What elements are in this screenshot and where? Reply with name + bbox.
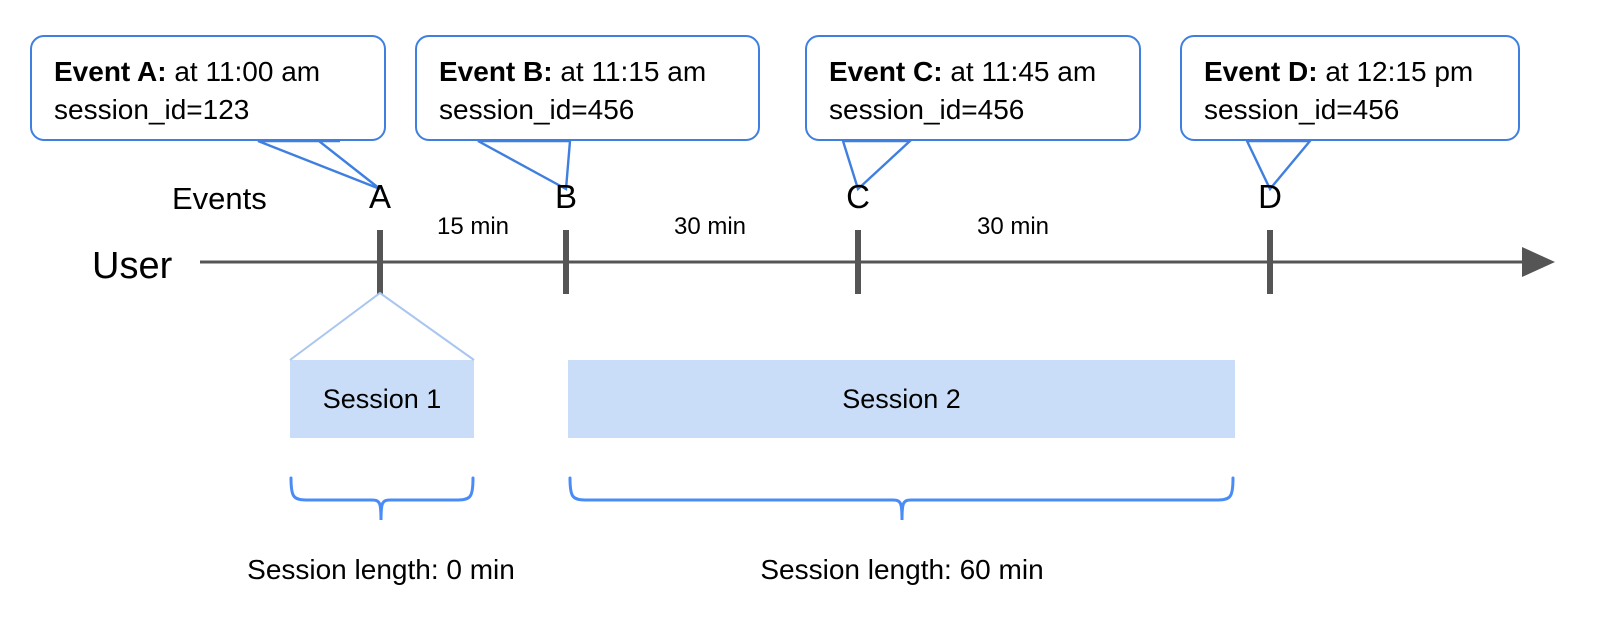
callout-line-2-d: session_id=456 [1204,93,1400,125]
gap-label-a-b: 15 min [436,213,510,240]
event-letter-d: D [1258,178,1282,215]
session-bar-2-label: Session 2 [842,383,961,414]
callout-line-1: Event C: at 11:45 am [829,53,1121,91]
callout-rest-b: at 11:15 am [552,56,707,87]
event-letter-c: C [846,178,870,215]
callout-line-2-c: session_id=456 [829,93,1025,125]
session-2-brace [568,476,1235,521]
session-bar-1-label: Session 1 [322,383,442,414]
gap-label-b-c: 30 min [673,213,747,240]
callout-line-1: Event A: at 11:00 am [54,53,366,91]
event-letter-b: B [554,178,577,215]
session-bar-2: Session 2 [568,360,1235,438]
callout-bold-c: Event C: [829,56,943,87]
event-callout-b: Event B: at 11:15 am session_id=456 [415,35,760,141]
callout-line-2-b: session_id=456 [439,93,635,125]
session-1-connector [289,291,475,361]
event-letter-a: A [368,178,391,215]
session-bar-1: Session 1 [290,360,474,438]
callout-line-1: Event D: at 12:15 pm [1204,53,1500,91]
callout-bold-d: Event D: [1204,56,1318,87]
callout-rest-a: at 11:00 am [166,56,321,87]
callout-line-1: Event B: at 11:15 am [439,53,740,91]
session-1-brace [289,476,475,521]
callout-line-2-a: session_id=123 [54,93,250,125]
callout-bold-b: Event B: [439,56,553,87]
gap-label-c-d: 30 min [976,213,1050,240]
callout-bold-a: Event A: [54,56,167,87]
session-2-length-label: Session length: 60 min [760,554,1044,585]
callout-rest-c: at 11:45 am [942,56,1097,87]
session-1-length-label: Session length: 0 min [247,554,515,585]
lane-label-events: Events [172,181,267,216]
event-callout-c: Event C: at 11:45 am session_id=456 [805,35,1141,141]
lane-label-user: User [92,245,173,287]
event-callout-d: Event D: at 12:15 pm session_id=456 [1180,35,1520,141]
callout-rest-d: at 12:15 pm [1317,56,1474,87]
event-callout-a: Event A: at 11:00 am session_id=123 [30,35,386,141]
